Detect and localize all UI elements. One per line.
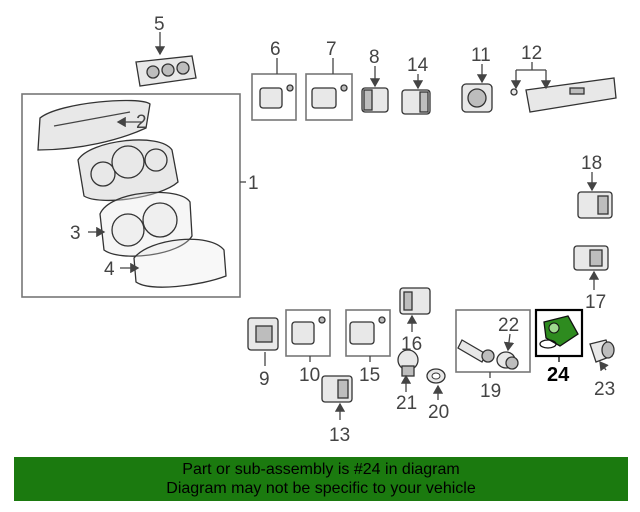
part-22-lighter-plug[interactable] <box>496 351 519 370</box>
part-2-cluster-cover[interactable] <box>37 99 151 151</box>
parts-diagram: 5 2 3 4 1 6 7 8 <box>21 14 617 446</box>
part-18-switch[interactable] <box>577 191 613 219</box>
part-3-cluster-lens[interactable] <box>99 191 193 257</box>
part-12-hazard-switch-panel[interactable] <box>510 77 617 113</box>
cluster-assembly-box <box>21 93 241 298</box>
callout-10[interactable]: 10 <box>299 365 320 386</box>
callout-1[interactable]: 1 <box>248 173 259 194</box>
part-7-box <box>305 73 353 121</box>
callout-24[interactable]: 24 <box>547 364 570 386</box>
callout-4[interactable]: 4 <box>104 259 115 280</box>
callout-14[interactable]: 14 <box>407 55 429 76</box>
part-15-box <box>345 309 391 357</box>
callout-22[interactable]: 22 <box>498 315 519 336</box>
part-21-socket[interactable] <box>397 349 419 377</box>
callout-21[interactable]: 21 <box>396 393 417 414</box>
part-17-switch[interactable] <box>573 245 609 271</box>
part-6-switch[interactable] <box>259 84 294 109</box>
info-banner: Part or sub-assembly is #24 in diagram D… <box>14 457 628 501</box>
callout-19[interactable]: 19 <box>480 381 501 402</box>
part-13-switch[interactable] <box>321 375 353 403</box>
part-16-switch[interactable] <box>399 287 431 315</box>
callout-20[interactable]: 20 <box>428 402 449 423</box>
part-19-lighter-assembly[interactable] <box>457 339 495 363</box>
callout-7[interactable]: 7 <box>326 39 337 60</box>
part-23-socket[interactable] <box>589 339 615 363</box>
callout-17[interactable]: 17 <box>585 292 606 313</box>
callout-13[interactable]: 13 <box>329 425 350 446</box>
callout-18[interactable]: 18 <box>581 153 602 174</box>
part-19-box <box>455 309 531 373</box>
callout-15[interactable]: 15 <box>359 365 380 386</box>
part-11-rotary-knob[interactable] <box>461 83 493 113</box>
part-7-switch[interactable] <box>311 84 348 109</box>
part-15-switch[interactable] <box>349 316 386 345</box>
part-10-switch[interactable] <box>291 316 326 345</box>
part-6-box <box>251 73 297 121</box>
callout-12[interactable]: 12 <box>521 43 542 64</box>
callout-11[interactable]: 11 <box>471 45 491 66</box>
cluster-gauge-face[interactable] <box>77 139 179 202</box>
callout-5[interactable]: 5 <box>154 14 165 35</box>
part-8-switch[interactable] <box>361 87 389 113</box>
callout-6[interactable]: 6 <box>270 39 281 60</box>
banner-line-1: Part or sub-assembly is #24 in diagram <box>182 461 460 478</box>
part-20-ring[interactable] <box>426 368 446 384</box>
callout-8[interactable]: 8 <box>369 47 380 68</box>
part-24-socket-highlighted[interactable] <box>539 315 579 349</box>
part-5-switch-panel[interactable] <box>135 55 197 87</box>
callout-2[interactable]: 2 <box>136 112 147 133</box>
part-10-box <box>285 309 331 357</box>
callout-23[interactable]: 23 <box>594 379 615 400</box>
part-14-switch[interactable] <box>401 89 431 115</box>
part-9-switch[interactable] <box>247 317 279 351</box>
callout-3[interactable]: 3 <box>70 223 81 244</box>
banner-line-2: Diagram may not be specific to your vehi… <box>166 480 476 497</box>
part-4-cluster-glass[interactable] <box>133 238 227 288</box>
callout-9[interactable]: 9 <box>259 369 270 390</box>
